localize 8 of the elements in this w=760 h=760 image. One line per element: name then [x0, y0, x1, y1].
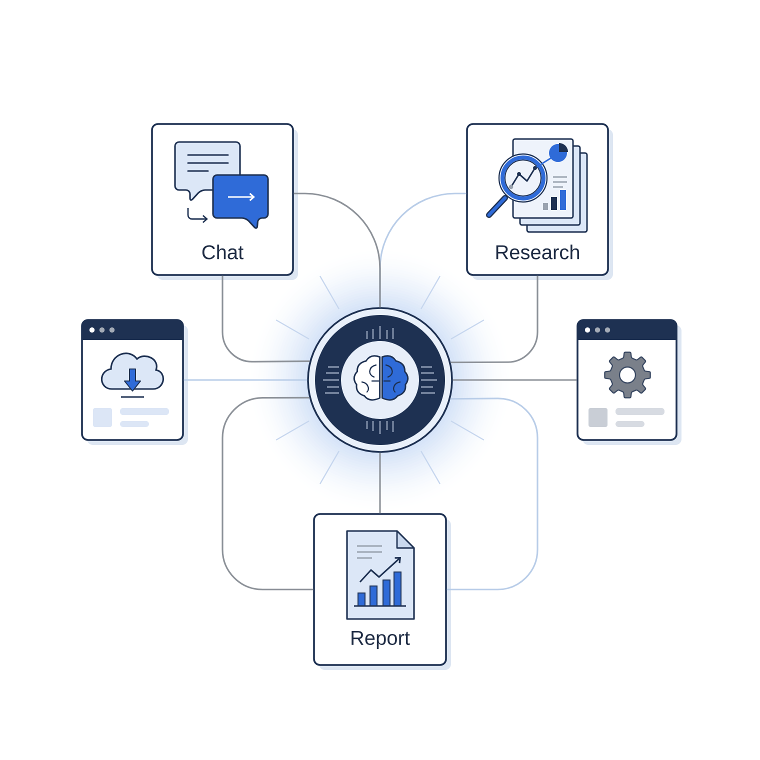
connector — [379, 452, 381, 514]
connector — [450, 276, 538, 364]
connector — [184, 379, 308, 381]
connector — [294, 192, 381, 308]
connector — [222, 276, 310, 362]
connector — [452, 379, 577, 381]
connector — [446, 398, 538, 590]
connector — [222, 396, 314, 590]
